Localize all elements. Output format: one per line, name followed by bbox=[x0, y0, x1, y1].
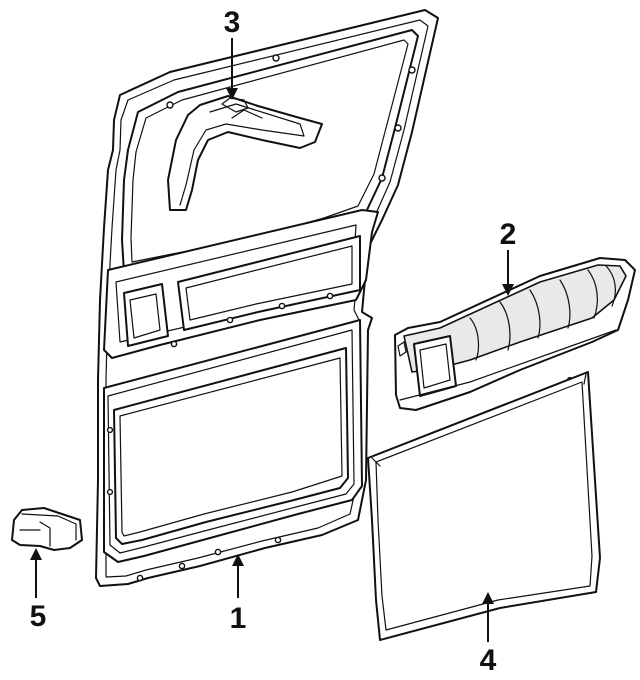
callout-5: 5 bbox=[30, 600, 47, 633]
part-3-handle-bezel bbox=[167, 95, 323, 211]
callout-4: 4 bbox=[480, 644, 497, 677]
callout-3: 3 bbox=[224, 6, 241, 39]
part-2-armrest-pocket bbox=[394, 257, 636, 411]
callout-leaders bbox=[30, 38, 514, 642]
callout-1: 1 bbox=[230, 602, 247, 635]
part-4-insulator-panel bbox=[367, 371, 601, 641]
part-5-bracket bbox=[11, 507, 83, 551]
callout-2: 2 bbox=[500, 218, 517, 251]
callout-labels: 3 2 1 4 5 bbox=[30, 6, 517, 677]
